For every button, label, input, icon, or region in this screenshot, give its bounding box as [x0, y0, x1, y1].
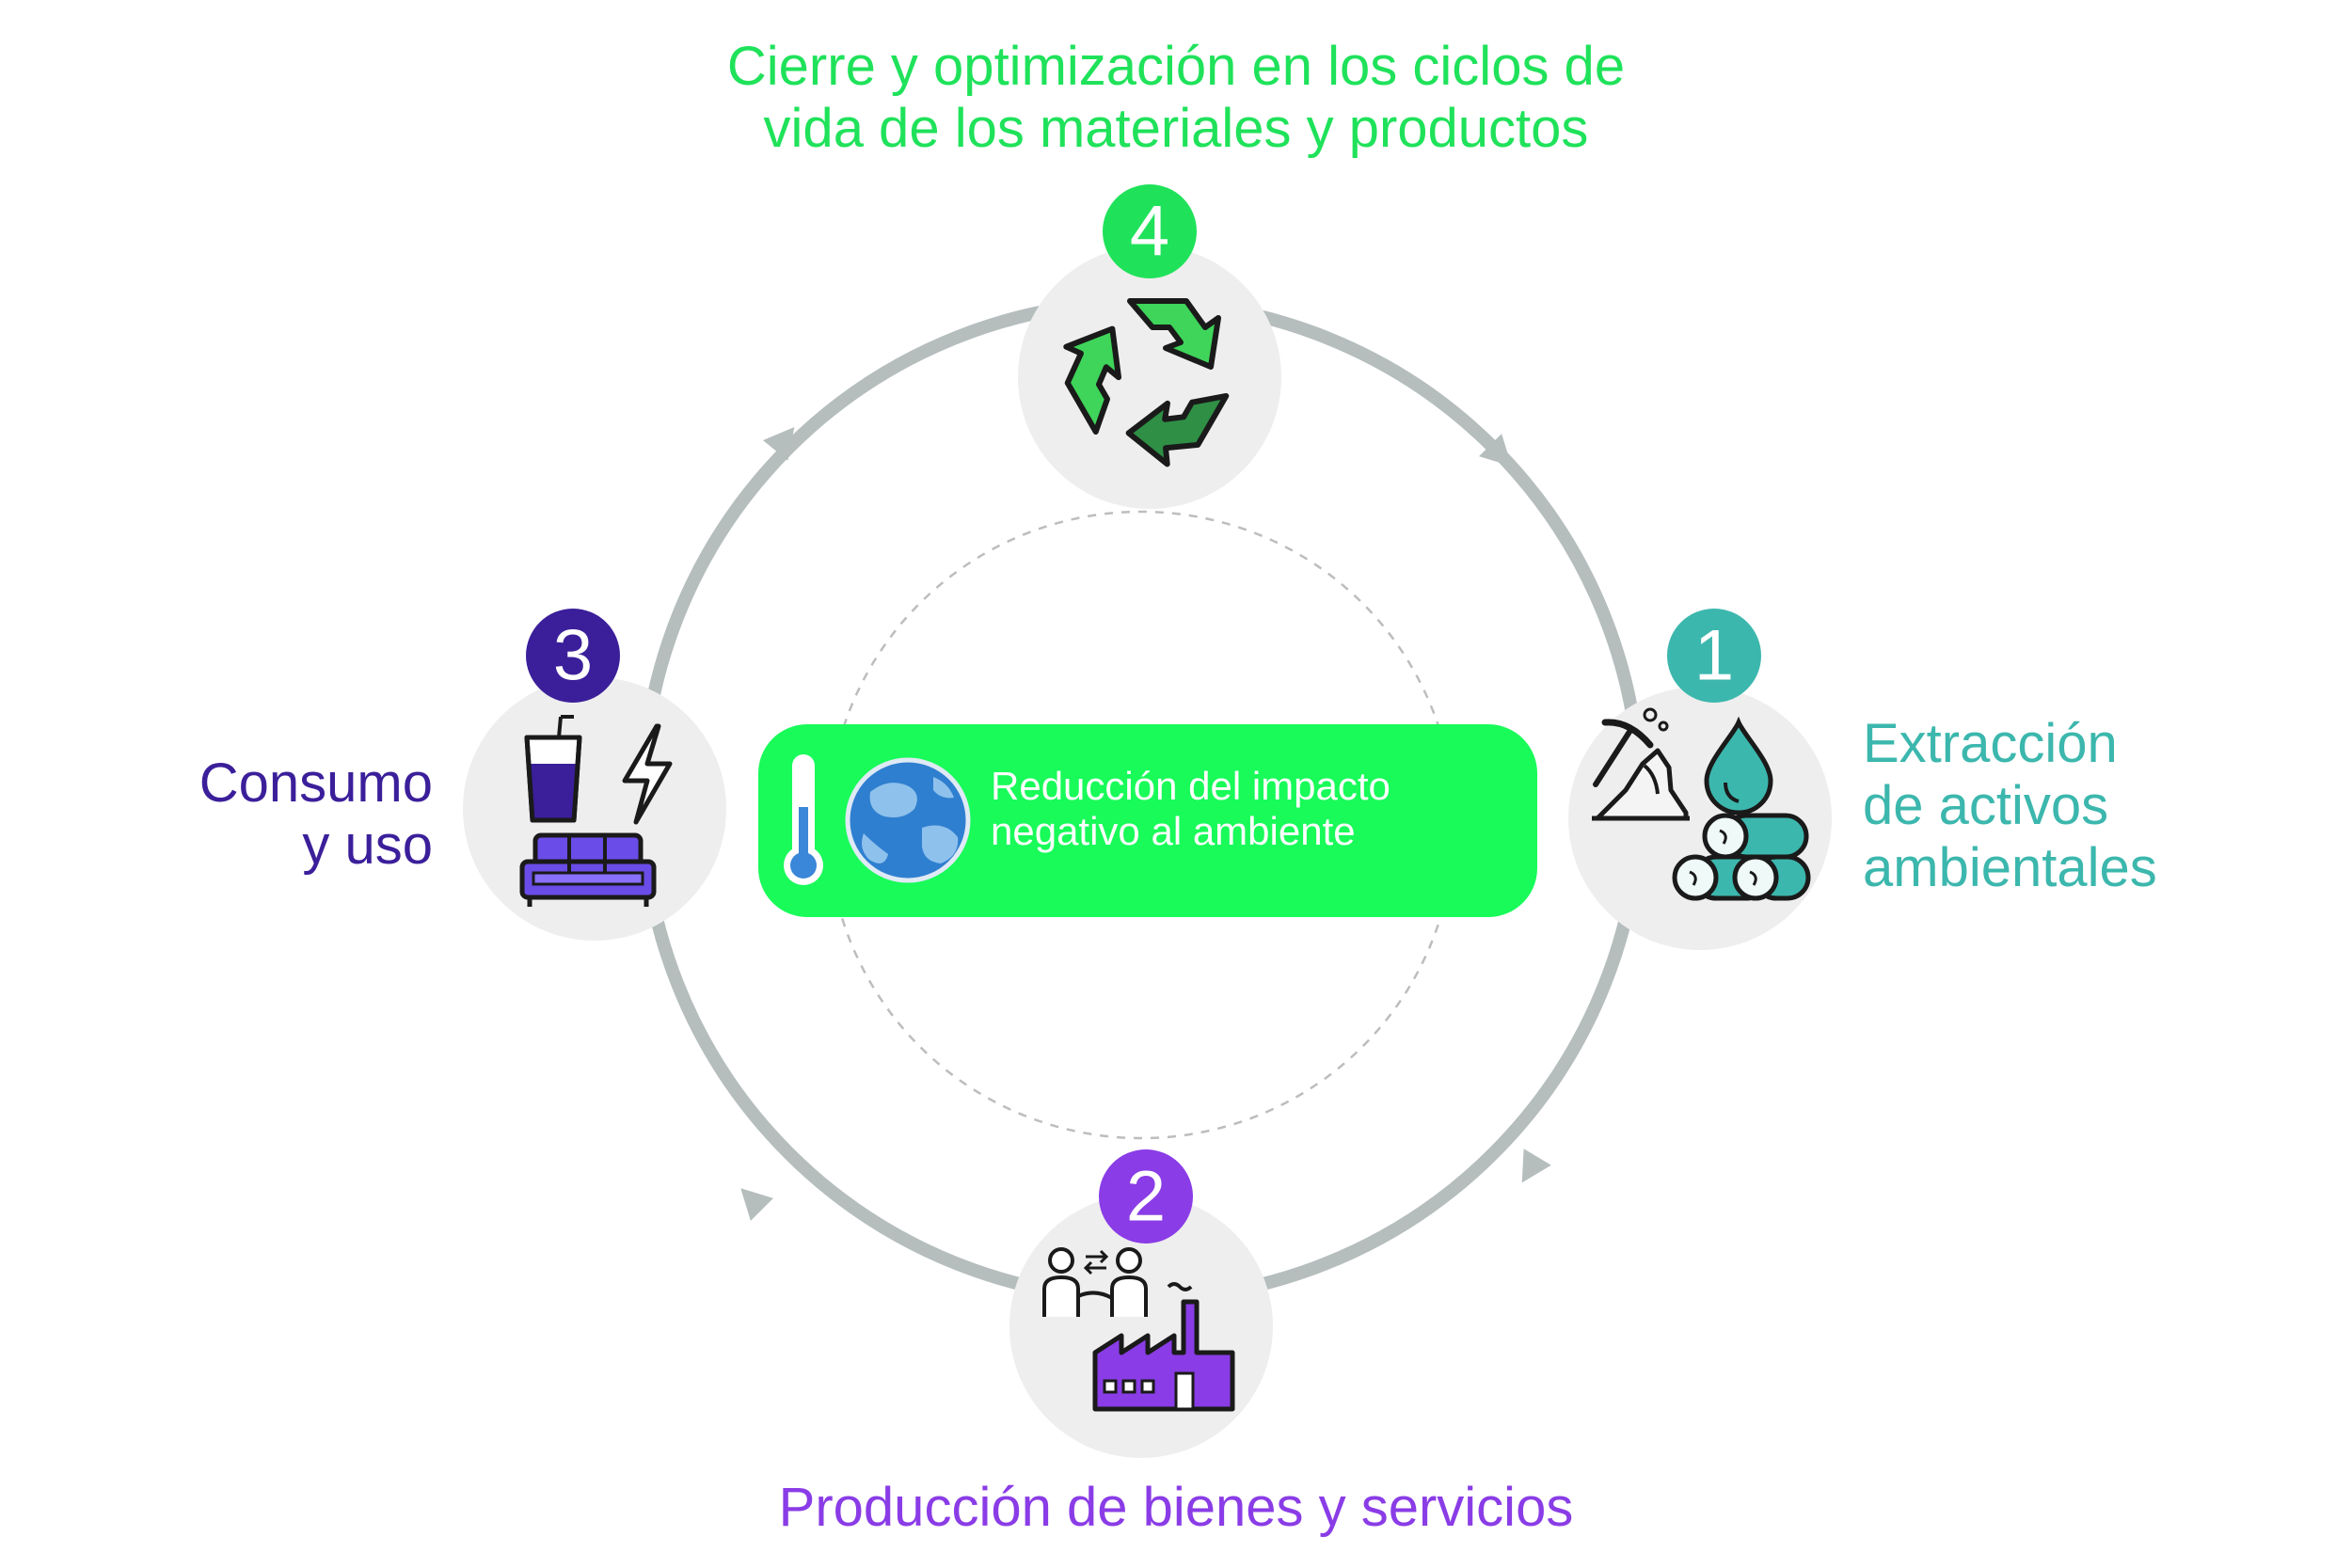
lightning-icon — [622, 723, 673, 825]
badge-3 — [526, 609, 620, 703]
stage-4-label-line-2: vida de los materiales y productos — [763, 98, 1589, 159]
badge-4 — [1103, 184, 1197, 278]
badge-3-number: 3 — [553, 616, 593, 696]
people-exchange-icon — [1042, 1247, 1148, 1317]
stage-3-label: Consumo y uso — [94, 752, 433, 877]
recycle-icon — [1063, 298, 1230, 467]
stage-1-label-line-2: de activos — [1863, 775, 2109, 836]
stage-3-label-line-2: y uso — [302, 815, 433, 876]
arrow-icon — [740, 1188, 773, 1221]
logs-icon — [1672, 813, 1811, 901]
stage-1-label: Extracción de activos ambientales — [1863, 713, 2258, 899]
stage-2-label-line-1: Producción de bienes y servicios — [778, 1477, 1574, 1538]
sofa-icon — [519, 832, 657, 907]
center-text: Reducción del impacto negativo al ambien… — [991, 764, 1518, 854]
badge-1-number: 1 — [1694, 616, 1734, 696]
stage-4-label-line-1: Cierre y optimización en los ciclos de — [726, 36, 1626, 97]
arrow-icon — [1479, 434, 1512, 467]
center-text-line-2: negativo al ambiente — [991, 809, 1356, 853]
stage-4-label: Cierre y optimización en los ciclos de v… — [612, 36, 1740, 160]
stage-3-label-line-1: Consumo — [199, 752, 433, 814]
badge-1 — [1667, 609, 1761, 703]
stage-1-label-line-3: ambientales — [1863, 837, 2157, 898]
badge-4-number: 4 — [1130, 192, 1169, 272]
center-text-line-1: Reducción del impacto — [991, 764, 1391, 808]
badge-2-number: 2 — [1126, 1157, 1166, 1237]
badge-2 — [1099, 1149, 1193, 1243]
drink-cup-icon — [524, 715, 582, 823]
arrow-icon — [762, 427, 795, 461]
stage-1-label-line-1: Extracción — [1863, 713, 2118, 774]
factory-icon — [1092, 1282, 1235, 1412]
arrow-icon — [1521, 1148, 1551, 1183]
mining-pickaxe-icon — [1592, 707, 1690, 821]
water-drop-icon — [1704, 716, 1773, 816]
stage-2-label: Producción de bienes y servicios — [612, 1477, 1740, 1539]
node-4-circle — [1018, 245, 1281, 509]
node-3-circle — [463, 677, 726, 941]
